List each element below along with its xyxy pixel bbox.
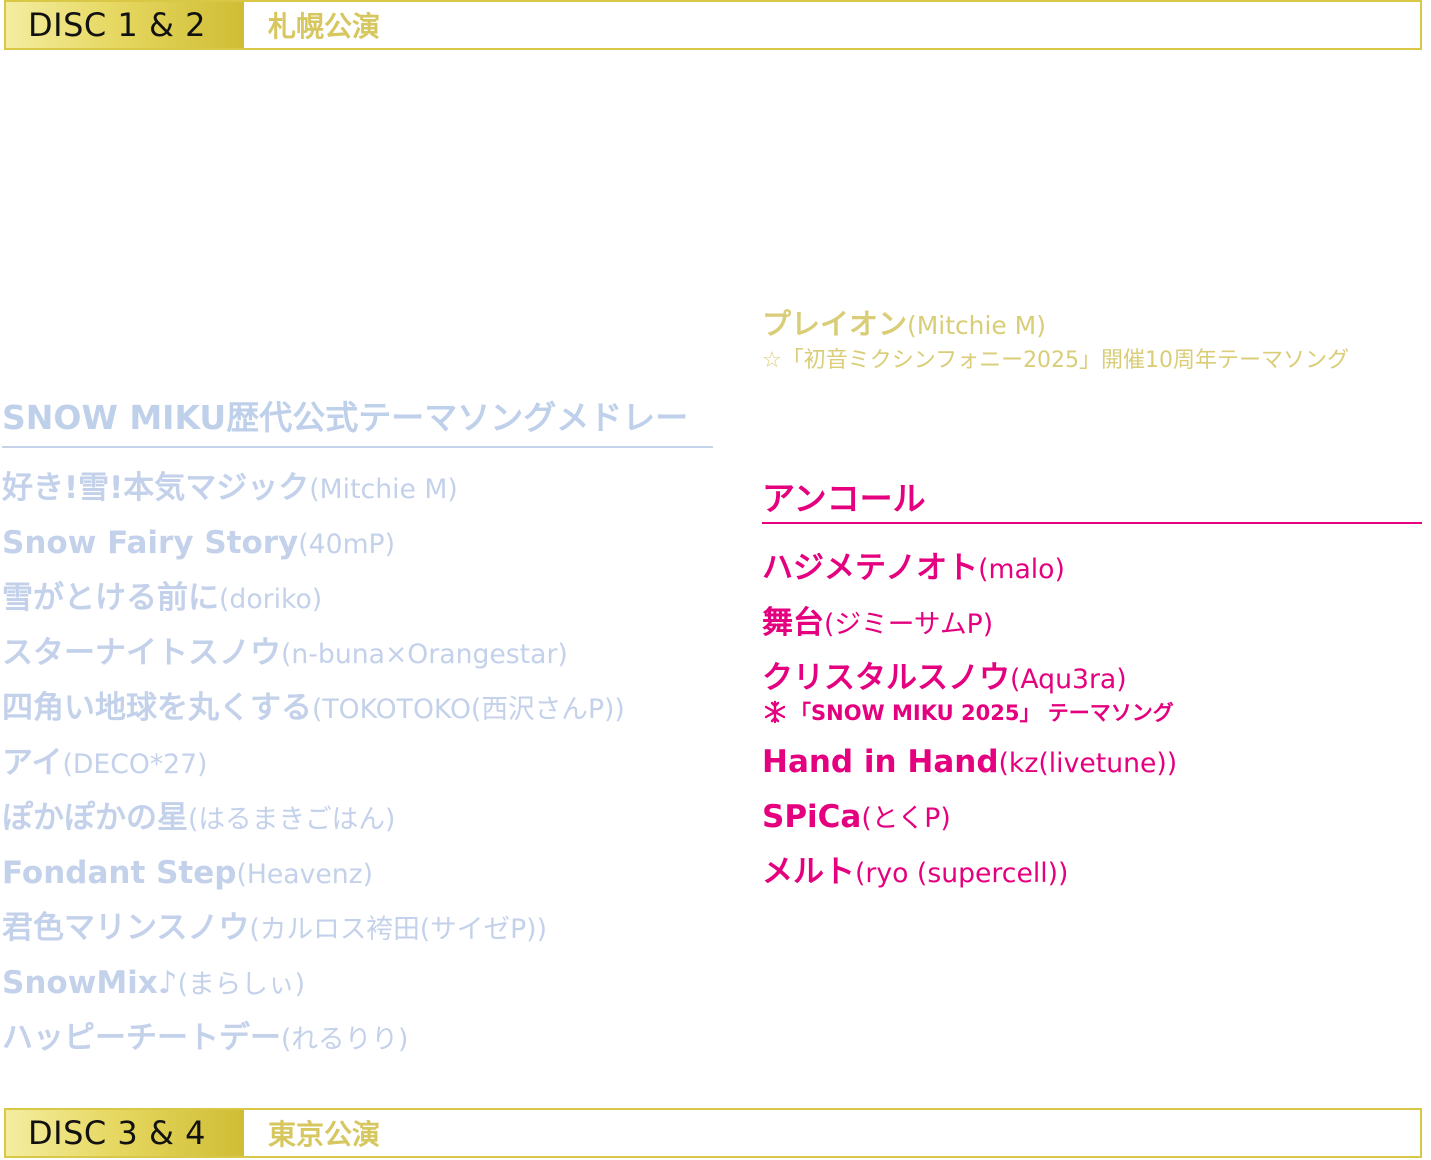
song-artist: (はるまきごはん) xyxy=(188,804,396,835)
list-item: クリスタルスノウ(Aqu3ra) xyxy=(762,658,1177,700)
song-artist: (40mP) xyxy=(298,529,396,560)
song-title: プレイオン xyxy=(762,307,908,341)
song-artist: (doriko) xyxy=(219,584,323,615)
theme-song-note: 「SNOW MIKU 2025」 テーマソング xyxy=(762,700,1177,742)
song-artist: (Mitchie M) xyxy=(309,474,458,505)
medley-title: SNOW MIKU歴代公式テーマソングメドレー xyxy=(2,398,689,437)
list-item: メルト(ryo (supercell)) xyxy=(762,852,1177,907)
list-item: SnowMix♪(まらしぃ) xyxy=(2,963,625,1018)
song-title: 好き!雪!本気マジック xyxy=(2,470,310,506)
pleion-note: ☆「初音ミクシンフォニー2025」開催10周年テーマソング xyxy=(762,348,1350,373)
song-artist: (れるりり) xyxy=(281,1024,409,1055)
song-artist: (ryo (supercell)) xyxy=(855,858,1069,889)
encore-divider xyxy=(762,522,1422,524)
list-item: Hand in Hand(kz(livetune)) xyxy=(762,742,1177,797)
disc-venue: 札幌公演 xyxy=(268,10,381,43)
disc-header-bottom: DISC 3 & 4 東京公演 xyxy=(4,1108,1422,1158)
song-artist: (malo) xyxy=(978,554,1065,585)
song-artist: (n-buna×Orangestar) xyxy=(281,639,568,670)
song-title: ぽかぽかの星 xyxy=(2,800,188,836)
snowflake-icon xyxy=(764,700,786,724)
song-title: SnowMix♪ xyxy=(2,965,178,1001)
list-item: 四角い地球を丸くする(TOKOTOKO(西沢さんP)) xyxy=(2,688,625,743)
song-title: クリスタルスノウ xyxy=(762,660,1010,696)
list-item: 好き!雪!本気マジック(Mitchie M) xyxy=(2,468,625,523)
disc-venue: 東京公演 xyxy=(268,1118,381,1151)
disc-label: DISC 1 & 2 xyxy=(6,2,244,48)
note-text: 「SNOW MIKU 2025」 テーマソング xyxy=(790,701,1174,725)
pleion-song: プレイオン(Mitchie M) xyxy=(762,301,1046,343)
list-item: 雪がとける前に(doriko) xyxy=(2,578,625,633)
song-title: 君色マリンスノウ xyxy=(2,910,250,946)
list-item: Fondant Step(Heavenz) xyxy=(2,853,625,908)
song-title: アイ xyxy=(2,745,63,781)
list-item: 君色マリンスノウ(カルロス袴田(サイゼP)) xyxy=(2,908,625,963)
song-artist: (とくP) xyxy=(861,803,951,834)
song-artist: (kz(livetune)) xyxy=(998,748,1178,779)
song-title: ハッピーチートデー xyxy=(2,1020,281,1056)
disc-label: DISC 3 & 4 xyxy=(6,1110,244,1156)
song-title: メルト xyxy=(762,854,855,890)
list-item: SPiCa(とくP) xyxy=(762,797,1177,852)
list-item: Snow Fairy Story(40mP) xyxy=(2,523,625,578)
song-title: 舞台 xyxy=(762,605,824,641)
song-artist: (まらしぃ) xyxy=(177,969,306,1000)
list-item: 舞台(ジミーサムP) xyxy=(762,603,1177,658)
song-title: ハジメテノオト xyxy=(762,550,979,586)
song-title: 四角い地球を丸くする xyxy=(2,690,312,726)
list-item: スターナイトスノウ(n-buna×Orangestar) xyxy=(2,633,625,688)
song-artist: (DECO*27) xyxy=(62,749,208,780)
medley-divider xyxy=(2,446,713,448)
song-artist: (Mitchie M) xyxy=(907,311,1046,340)
encore-title: アンコール xyxy=(762,479,926,518)
encore-list: ハジメテノオト(malo) 舞台(ジミーサムP) クリスタルスノウ(Aqu3ra… xyxy=(762,548,1177,907)
song-artist: (カルロス袴田(サイゼP)) xyxy=(249,914,547,945)
medley-list: 好き!雪!本気マジック(Mitchie M) Snow Fairy Story(… xyxy=(2,468,625,1073)
song-artist: (ジミーサムP) xyxy=(824,609,994,640)
list-item: ぽかぽかの星(はるまきごはん) xyxy=(2,798,625,853)
list-item: アイ(DECO*27) xyxy=(2,743,625,798)
list-item: ハッピーチートデー(れるりり) xyxy=(2,1018,625,1073)
song-artist: (TOKOTOKO(西沢さんP)) xyxy=(312,694,625,725)
song-title: Snow Fairy Story xyxy=(2,525,299,561)
disc-header-top: DISC 1 & 2 札幌公演 xyxy=(4,0,1422,50)
song-title: SPiCa xyxy=(762,799,862,835)
song-artist: (Aqu3ra) xyxy=(1010,664,1127,695)
song-artist: (Heavenz) xyxy=(236,859,374,890)
list-item: ハジメテノオト(malo) xyxy=(762,548,1177,603)
song-title: 雪がとける前に xyxy=(2,580,219,616)
song-title: Hand in Hand xyxy=(762,744,999,780)
song-title: スターナイトスノウ xyxy=(2,635,281,671)
song-title: Fondant Step xyxy=(2,855,237,891)
